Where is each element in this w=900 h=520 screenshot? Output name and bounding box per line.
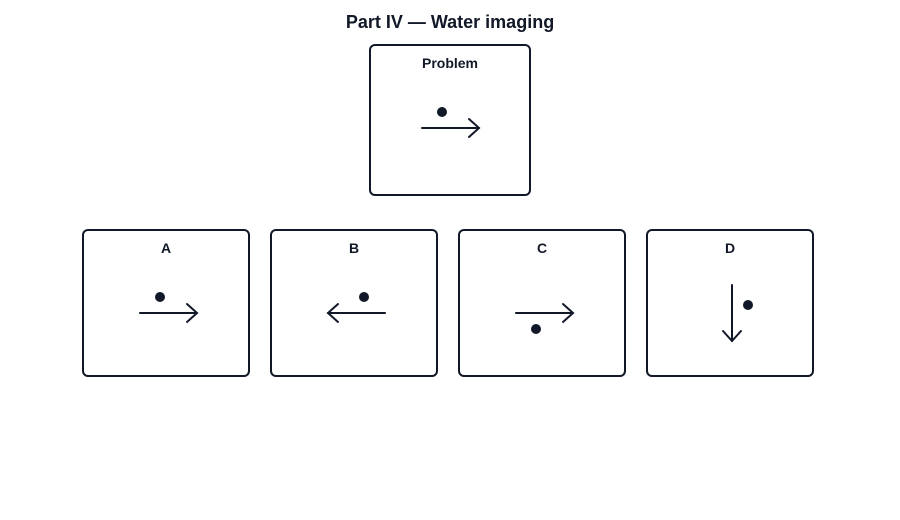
option-b-arrow-left-icon [326, 303, 386, 323]
option-figure-d [722, 284, 753, 343]
option-card-a[interactable]: A [82, 229, 250, 377]
option-card-b[interactable]: B [270, 229, 438, 377]
page-title: Part IV — Water imaging [345, 12, 555, 32]
option-label-c: C [536, 240, 548, 256]
option-label-b: B [348, 240, 360, 256]
problem-label: Problem [421, 55, 478, 71]
option-figure-a [139, 292, 199, 323]
option-d-arrow-down-icon [722, 284, 742, 343]
option-a-arrow-right-icon [139, 303, 199, 323]
option-card-c[interactable]: C [458, 229, 626, 377]
problem-figure [421, 107, 481, 138]
problem-dot [437, 107, 447, 117]
problem-card: Problem [369, 44, 531, 196]
option-d-dot [743, 300, 753, 310]
option-label-a: A [160, 240, 172, 256]
option-card-d[interactable]: D [646, 229, 814, 377]
option-b-dot [359, 292, 369, 302]
option-figure-c [515, 303, 575, 334]
option-figure-b [326, 292, 386, 323]
option-c-arrow-right-icon [515, 303, 575, 323]
option-label-d: D [724, 240, 736, 256]
option-a-dot [155, 292, 165, 302]
option-c-dot [531, 324, 541, 334]
problem-arrow-right-icon [421, 118, 481, 138]
